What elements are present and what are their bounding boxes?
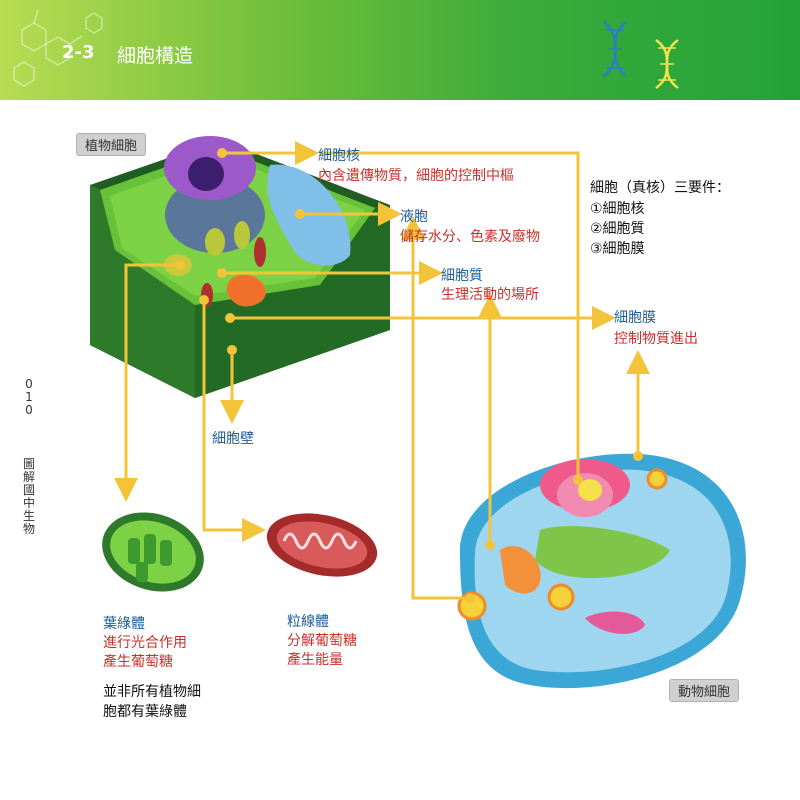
cytoplasm-description: 生理活動的場所: [441, 287, 539, 303]
chloroplast-description-2: 產生葡萄糖: [103, 654, 173, 670]
plant-cell-tag: 植物細胞: [76, 133, 147, 156]
dna-icon: [603, 21, 679, 90]
header-banner: [0, 0, 800, 100]
mitochondria-label: 粒線體: [287, 614, 329, 630]
chloroplast-note-line2: 胞都有葉綠體: [103, 704, 187, 720]
mitochondria-connector: [202, 300, 266, 542]
mitochondria-description-2: 產生能量: [287, 652, 343, 668]
animal-vacuole-connector: [401, 216, 470, 600]
chloroplast-illustration: [102, 512, 204, 592]
mitochondria-illustration: [266, 513, 378, 577]
cell-wall-label: 細胞壁: [212, 431, 254, 447]
header-decoration: [13, 9, 679, 90]
three-parts-item: ③細胞膜: [590, 241, 645, 257]
three-parts-heading: 細胞（真核）三要件：: [590, 180, 730, 196]
chloroplast-label: 葉綠體: [103, 616, 145, 632]
cytoplasm-label: 細胞質: [441, 268, 483, 284]
animal-cell-tag: 動物細胞: [669, 679, 740, 702]
chloroplast-connector: [114, 263, 180, 502]
chloroplast-description-1: 進行光合作用: [103, 635, 187, 651]
nucleus-label: 細胞核: [318, 148, 360, 164]
nucleus-description: 內含遺傳物質，細胞的控制中樞: [318, 168, 514, 184]
three-parts-item: ②細胞質: [590, 221, 645, 237]
vacuole-label: 液胞: [400, 209, 428, 225]
mitochondria-description-1: 分解葡萄糖: [287, 633, 357, 649]
membrane-label: 細胞膜: [614, 310, 656, 326]
animal-cell-illustration: [457, 453, 746, 689]
vacuole-description: 儲存水分、色素及廢物: [400, 229, 540, 245]
plant-cell-illustration: [90, 136, 390, 398]
book-title: 圖解國 中生物: [22, 457, 35, 536]
three-parts-item: ①細胞核: [590, 201, 645, 217]
membrane-description: 控制物質進出: [614, 331, 698, 347]
molecule-icon: [13, 9, 103, 87]
section-number: 2-3: [62, 42, 95, 63]
section-title: 細胞構造: [117, 45, 194, 67]
animal-nucleus-connector: [320, 151, 580, 480]
chloroplast-note-line1: 並非所有植物細: [103, 684, 201, 700]
